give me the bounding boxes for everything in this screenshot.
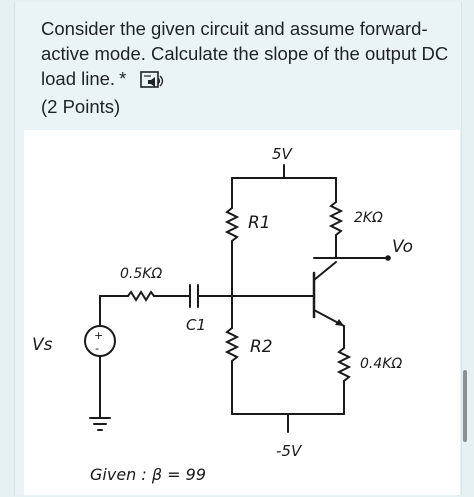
immersive-reader-icon[interactable] <box>139 69 167 91</box>
points-label: (2 Points) <box>41 96 121 117</box>
vo-label: Vo <box>392 237 413 257</box>
rs-resistor <box>127 290 155 302</box>
emitter-arrow <box>335 319 344 326</box>
given-label: Given : β = 99 <box>90 465 206 484</box>
vs-label: Vs <box>32 335 53 355</box>
vcc-label: 5V <box>272 145 294 163</box>
rc-resistor <box>328 201 344 236</box>
r2-resistor <box>224 327 240 362</box>
required-marker: * <box>119 68 127 89</box>
circuit-image: + - 5V R1 2KΩ Vo 0.5KΩ C1 Vs R2 0.4KΩ -5… <box>24 130 460 495</box>
vo-node <box>385 255 391 261</box>
re-label: 0.4KΩ <box>360 356 402 372</box>
r2-label: R2 <box>250 337 273 357</box>
vs-minus: - <box>95 342 99 355</box>
r1-label: R1 <box>248 213 271 233</box>
vs-plus: + <box>94 329 103 342</box>
rc-label: 2KΩ <box>354 210 383 226</box>
vertical-scrollbar[interactable] <box>463 370 467 442</box>
r1-resistor <box>224 207 240 242</box>
question-text: Consider the given circuit and assume fo… <box>41 18 449 89</box>
question-text-block: Consider the given circuit and assume fo… <box>41 16 461 91</box>
circuit-diagram: + - 5V R1 2KΩ Vo 0.5KΩ C1 Vs R2 0.4KΩ -5… <box>32 145 413 484</box>
re-resistor <box>336 347 352 382</box>
vee-label: -5V <box>276 442 303 460</box>
c1-label: C1 <box>186 316 206 334</box>
rs-label: 0.5KΩ <box>120 266 162 282</box>
bjt-collector <box>313 261 337 281</box>
